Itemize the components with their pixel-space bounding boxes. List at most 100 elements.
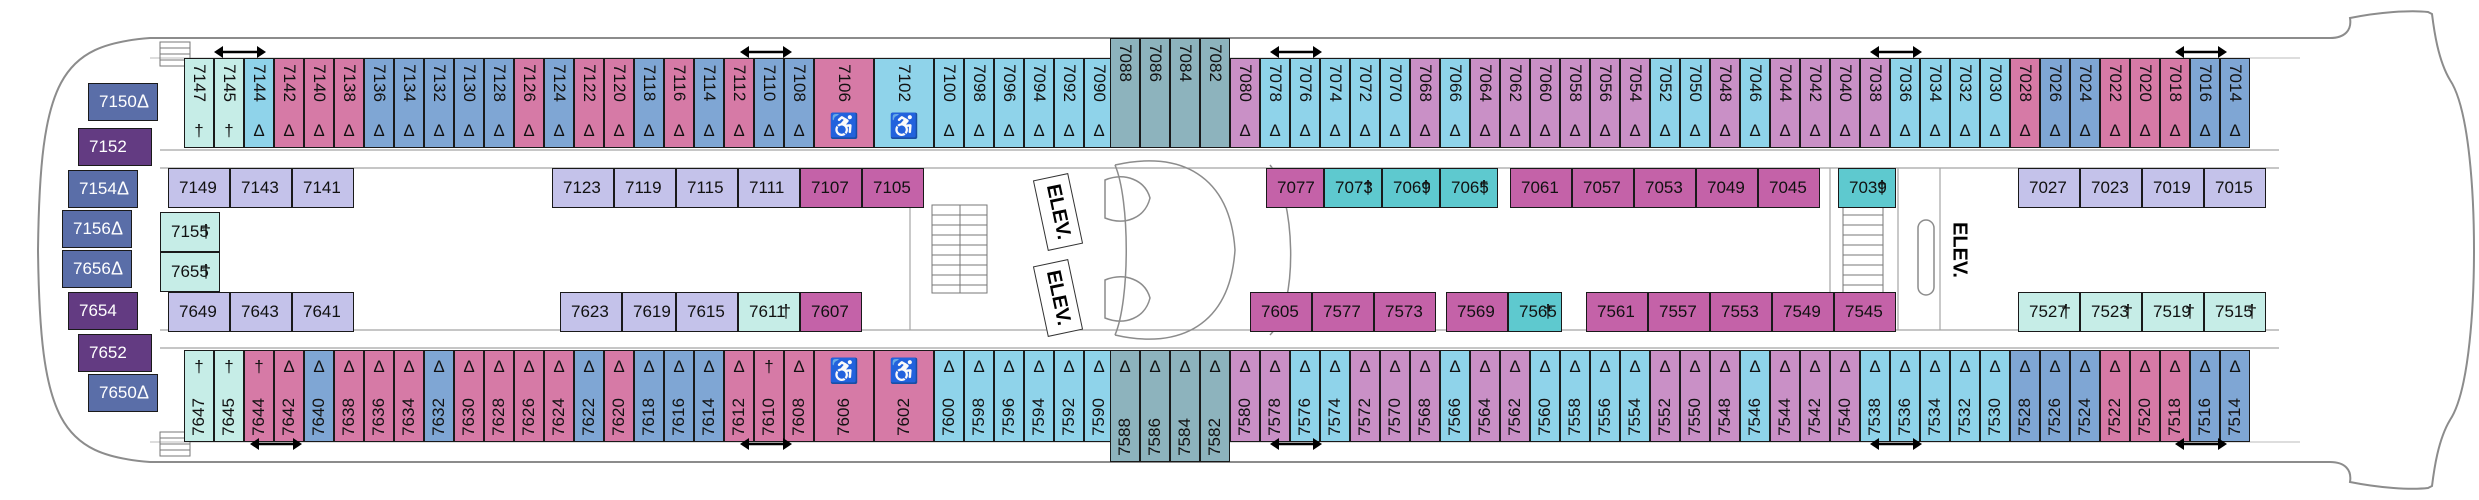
cabin-7607[interactable]: 7607 [800,292,862,332]
cabin-7077[interactable]: 7077 [1266,168,1324,208]
cabin-7623[interactable]: 7623 [560,292,622,332]
cabin-7088[interactable]: 7088 [1110,38,1140,148]
cabin-7549[interactable]: 7549 [1772,292,1834,332]
cabin-7519[interactable]: 7519† [2142,292,2204,332]
cabin-7149[interactable]: 7149 [168,168,230,208]
cabin-7647[interactable]: 7647† [184,350,214,442]
cabin-7106[interactable]: 7106♿ [814,58,874,148]
cabin-7039[interactable]: 7039† [1838,168,1896,208]
cabin-7654[interactable]: 7654 [68,292,138,330]
cabin-7045[interactable]: 7045 [1758,168,1820,208]
cabin-7073[interactable]: 7073† [1324,168,1382,208]
cabin-7577[interactable]: 7577 [1312,292,1374,332]
cabin-7573[interactable]: 7573 [1374,292,1436,332]
cabin-7069[interactable]: 7069† [1382,168,1440,208]
cabin-7023[interactable]: 7023 [2080,168,2142,208]
cabin-7602[interactable]: 7602♿ [874,350,934,442]
cabin-7605[interactable]: 7605 [1250,292,1312,332]
cabin-7610[interactable]: 7610† [754,350,784,442]
cabin-7152[interactable]: 7152 [78,128,152,166]
cabin-7061[interactable]: 7061 [1510,168,1572,208]
cabin-7049[interactable]: 7049 [1696,168,1758,208]
cabin-7523[interactable]: 7523† [2080,292,2142,332]
cabin-7645[interactable]: 7645† [214,350,244,442]
cabin-7147[interactable]: 7147† [184,58,214,148]
cabin-7619[interactable]: 7619 [622,292,676,332]
cabin-7652[interactable]: 7652 [78,334,152,372]
cabin-7115[interactable]: 7115 [676,168,738,208]
cabin-7644[interactable]: 7644† [244,350,274,442]
cabin-7515[interactable]: 7515† [2204,292,2266,332]
cabin-7545[interactable]: 7545 [1834,292,1896,332]
